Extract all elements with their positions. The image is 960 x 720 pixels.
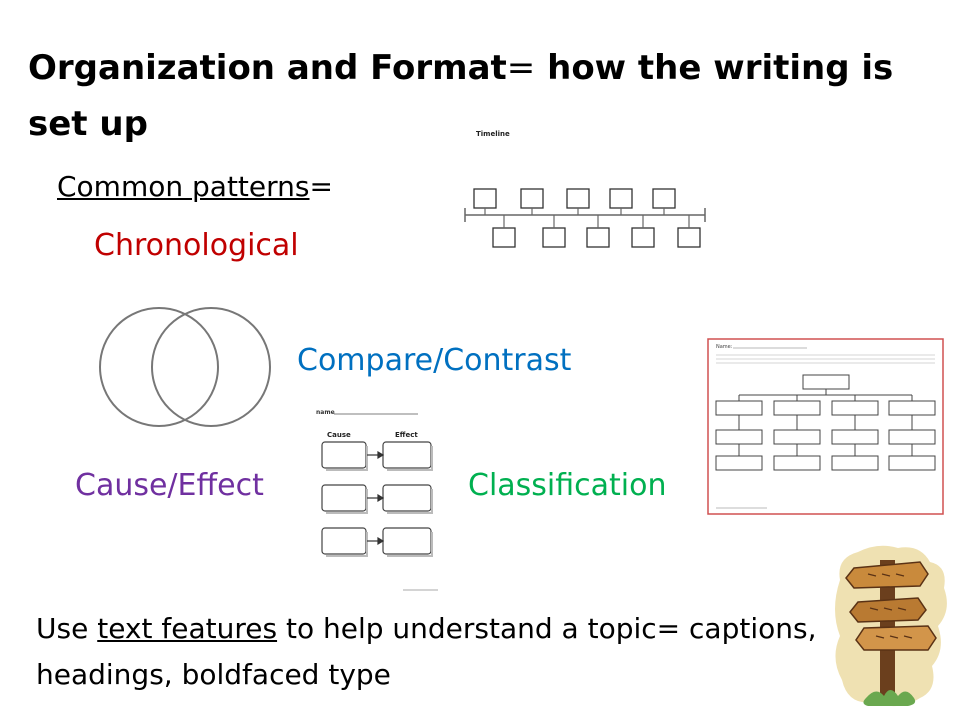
timeline-title: Timeline [476, 130, 510, 138]
text-features-note: Use text features to help understand a t… [36, 606, 836, 698]
pattern-cause-effect: Cause/Effect [75, 468, 264, 503]
title-equals: = [506, 48, 536, 88]
ce-cause-header: Cause [327, 431, 351, 439]
title-part-2: how the writing is set up [28, 48, 894, 144]
footer-suffix: to help understand a topic= captions, he… [36, 612, 817, 691]
venn-diagram [99, 307, 271, 427]
slide-title: Organization and Format= how the writing… [28, 40, 948, 152]
ce-effect-header: Effect [395, 431, 418, 439]
pattern-classification: Classification [468, 468, 667, 503]
ce-name-label: name [316, 409, 335, 416]
common-patterns-heading: Common patterns= [57, 170, 333, 203]
common-patterns-label: Common patterns [57, 170, 310, 203]
common-patterns-equals: = [309, 170, 333, 203]
title-part-1: Organization and Format [28, 48, 507, 88]
pattern-compare-contrast: Compare/Contrast [297, 343, 572, 378]
signpost-clipart [835, 545, 947, 707]
cause-effect-chart: name Cause Effect [316, 409, 438, 591]
classification-chart: Name: [707, 338, 944, 515]
footer-text-features: text features [97, 612, 278, 645]
timeline-diagram: Timeline [464, 130, 706, 248]
footer-prefix: Use [36, 612, 98, 645]
pattern-chronological: Chronological [94, 228, 299, 263]
class-name-label: Name: [716, 344, 733, 350]
